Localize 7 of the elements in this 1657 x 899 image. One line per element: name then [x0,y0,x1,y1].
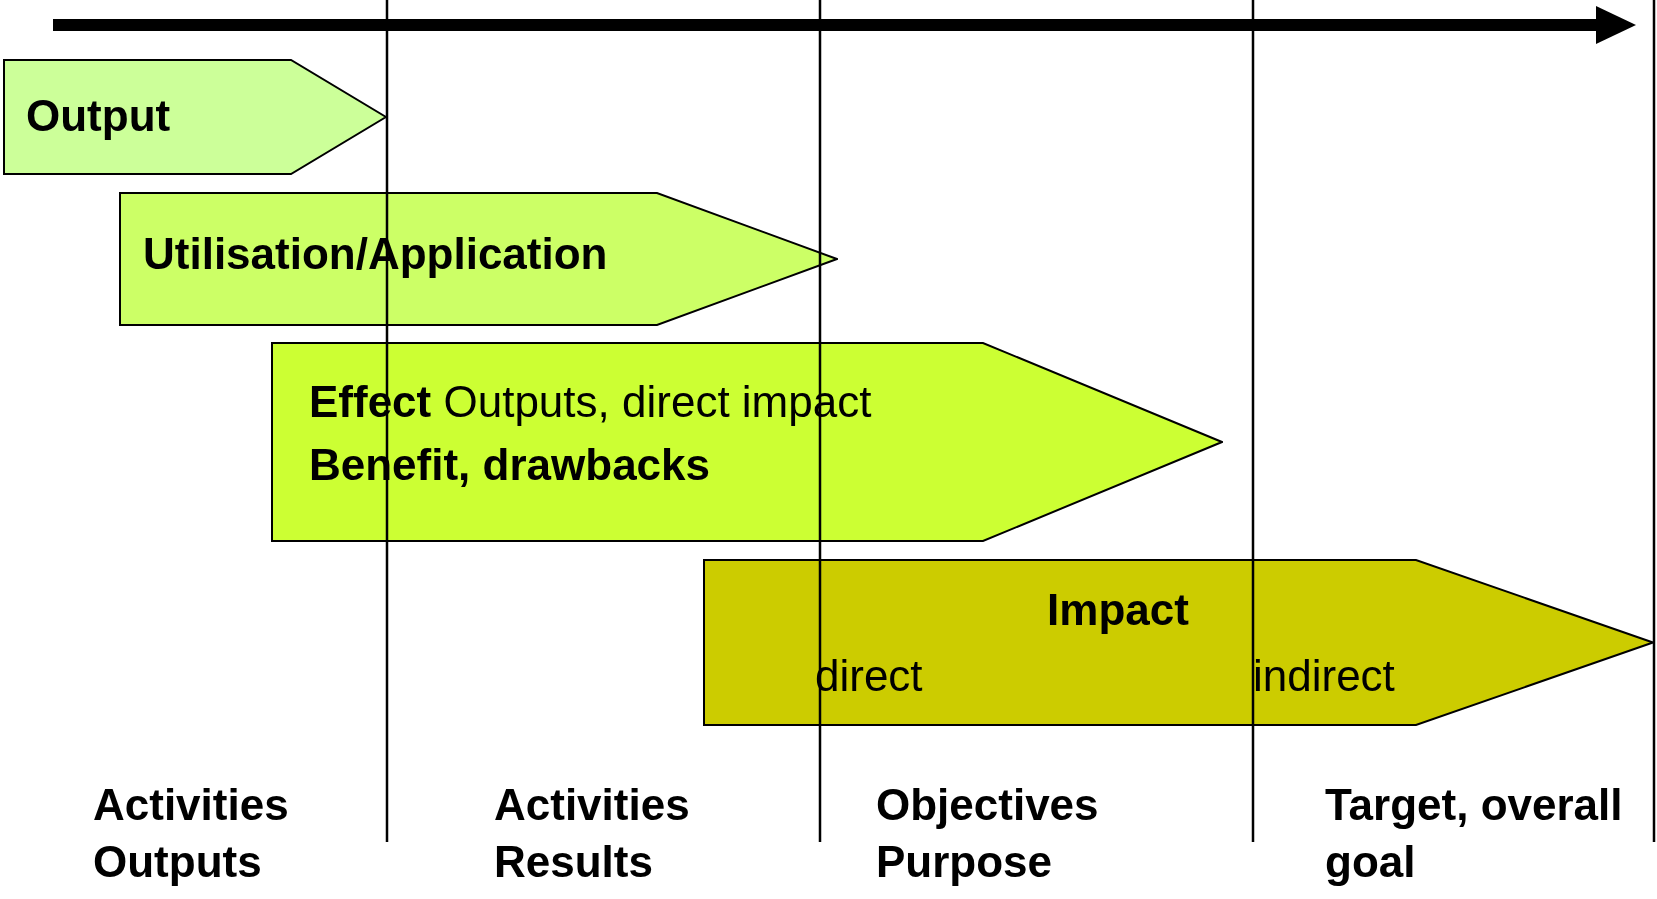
column-label: Target, overall goal [1325,779,1624,889]
column-label: Activities Results [494,779,691,889]
column-label: Objectives Purpose [876,779,1100,889]
stage-title: Output [26,92,171,141]
stage-title: Impact [1047,586,1189,635]
impact-type-text: indirect [1253,652,1395,701]
column-label: Activities Outputs [93,779,290,889]
